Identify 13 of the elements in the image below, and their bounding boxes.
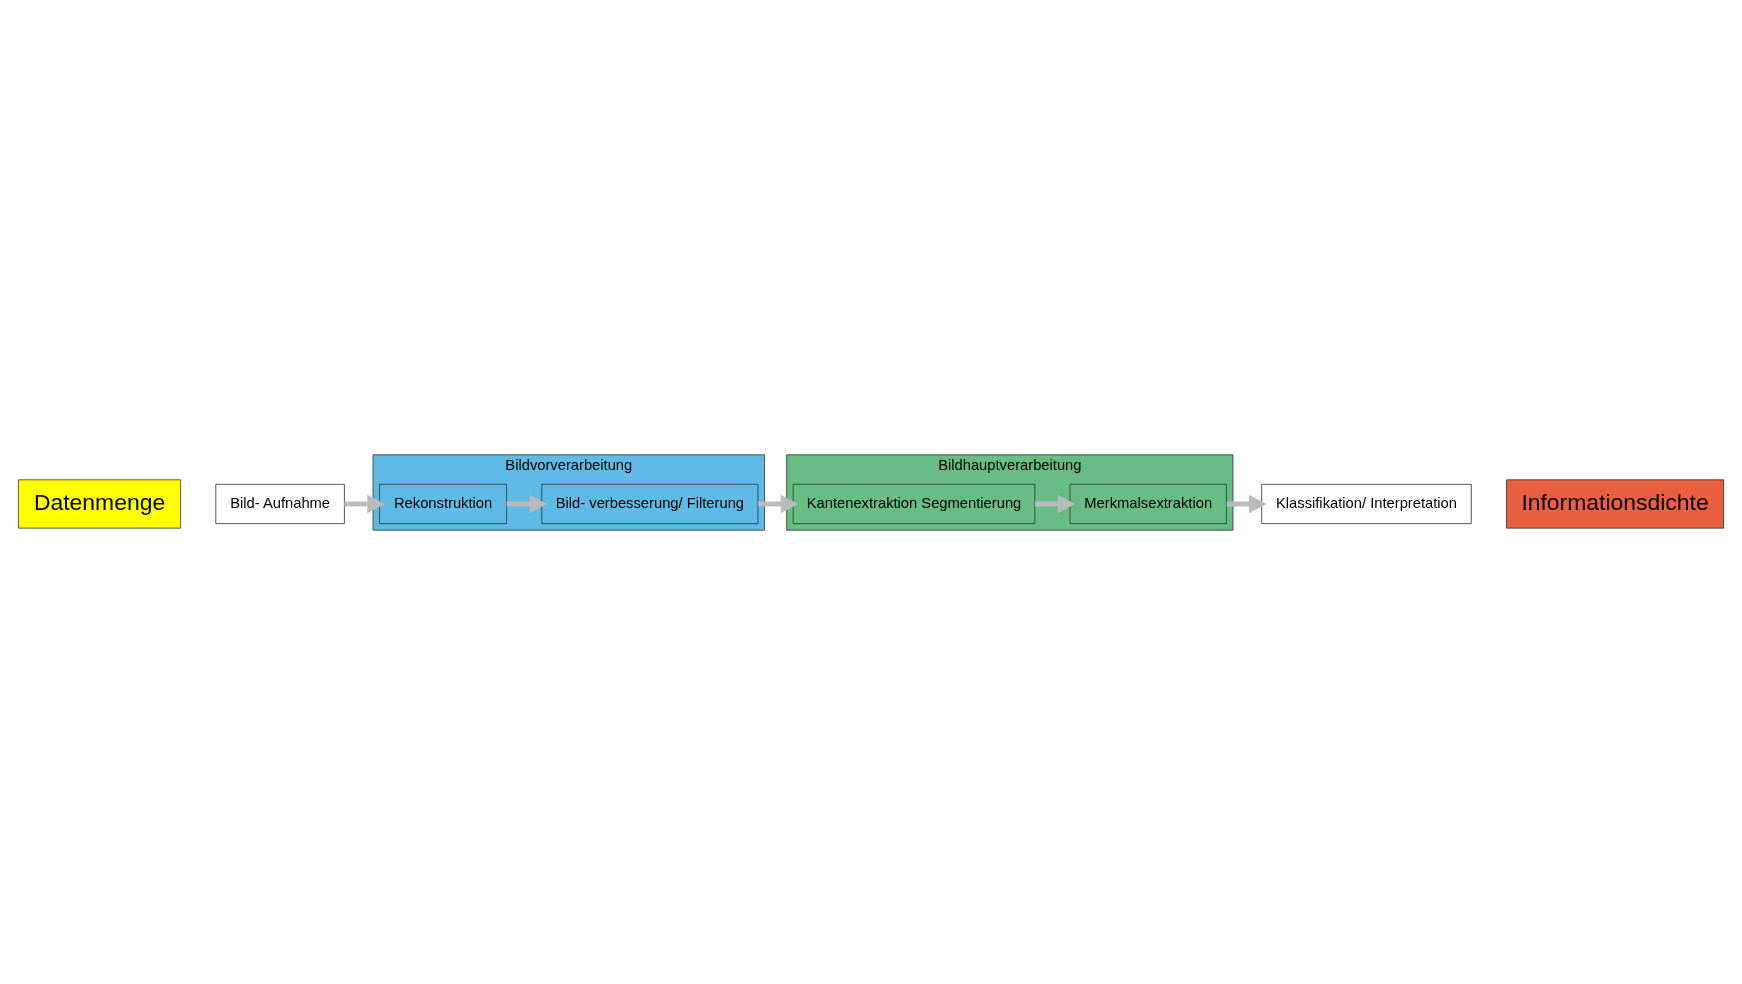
node-box: Kantenextraktion Segmentierung — [792, 483, 1036, 524]
node-box: Datenmenge — [18, 478, 181, 529]
node-box: Bild- verbesserung/ Filterung — [541, 483, 759, 524]
node-box: Rekonstruktion — [379, 483, 507, 524]
arrow — [344, 494, 385, 513]
arrow — [758, 494, 799, 513]
node-box: Merkmalsextraktion — [1069, 483, 1227, 524]
node-box: Klassifikation/ Interpretation — [1261, 483, 1472, 524]
node-box: Bild- Aufnahme — [215, 483, 345, 524]
arrow — [1226, 494, 1267, 513]
arrow — [1034, 494, 1076, 513]
arrow — [506, 494, 548, 513]
node-box: Informationsdichte — [1506, 478, 1724, 529]
